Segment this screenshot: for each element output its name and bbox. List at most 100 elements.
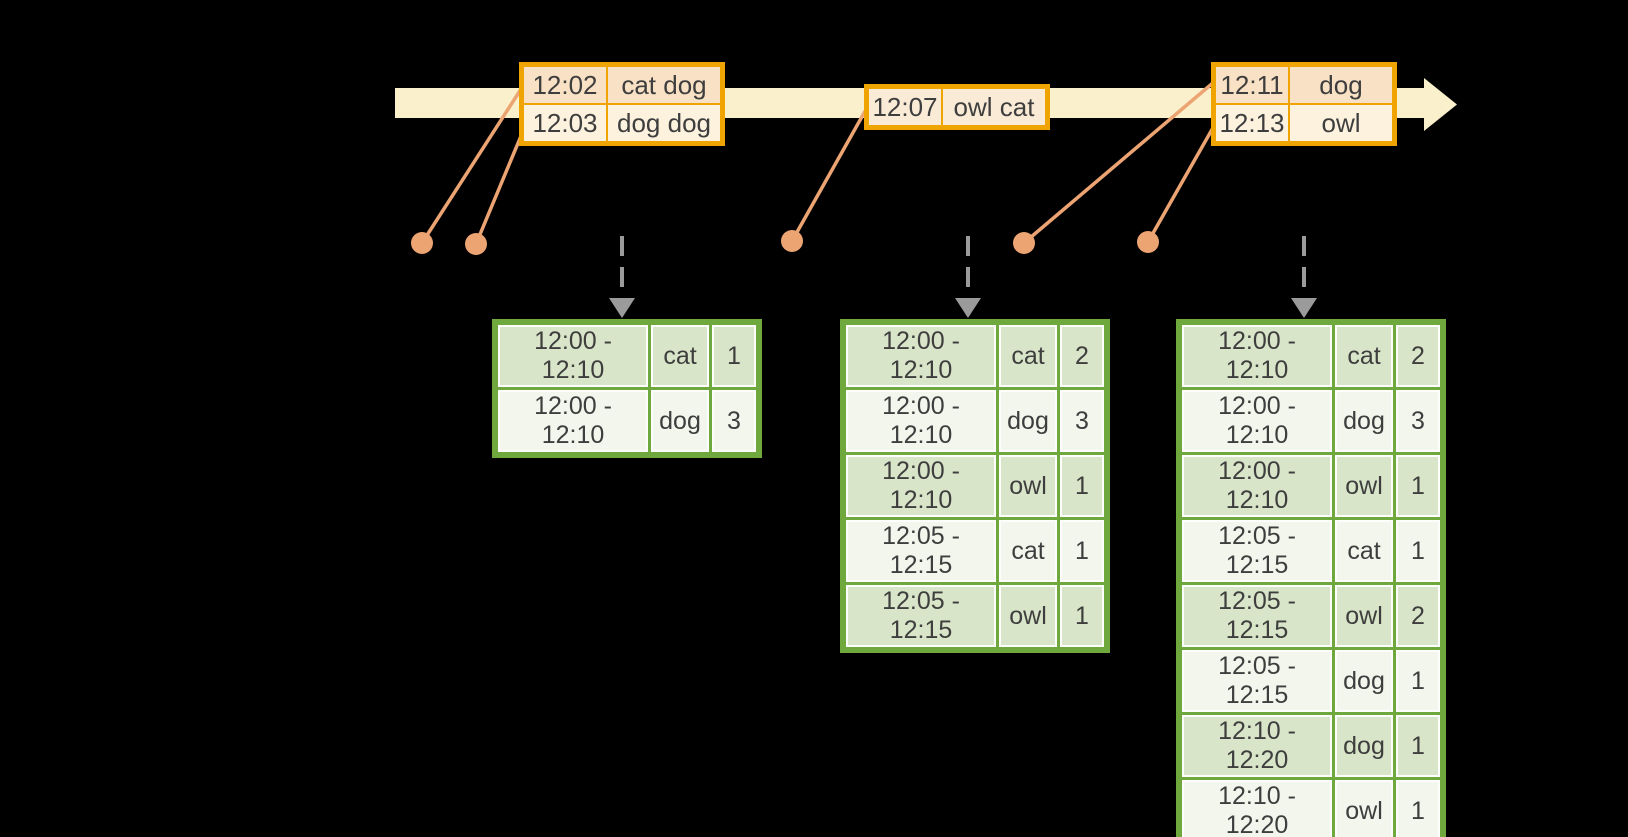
table-cell: 1 (1396, 520, 1440, 582)
table-cell: 1 (1060, 520, 1104, 582)
table-cell: owl (1290, 105, 1392, 141)
down-arrowhead-icon (1291, 298, 1317, 318)
down-arrowhead-icon (609, 298, 635, 318)
table-cell: 12:00 - 12:10 (498, 390, 648, 452)
timeline-arrowhead-icon (1424, 78, 1457, 131)
event-dot-icon (781, 230, 803, 252)
table-cell: 12:00 - 12:10 (1182, 325, 1332, 387)
table-cell: owl (1335, 455, 1393, 517)
table-cell: cat (1335, 520, 1393, 582)
table-cell: cat (999, 325, 1057, 387)
table-cell: dog dog (608, 105, 720, 141)
table-cell: 3 (1060, 390, 1104, 452)
table-cell: 12:00 - 12:10 (846, 390, 996, 452)
table-cell: owl (999, 585, 1057, 647)
table-cell: 2 (1396, 325, 1440, 387)
table-cell: 12:10 - 12:20 (1182, 715, 1332, 777)
table-cell: dog (1290, 67, 1392, 103)
table-cell: 2 (1060, 325, 1104, 387)
event-connector-line (420, 85, 525, 244)
table-cell: owl (999, 455, 1057, 517)
table-cell: 12:10 - 12:20 (1182, 780, 1332, 837)
table-cell: 1 (712, 325, 756, 387)
table-cell: 1 (1396, 715, 1440, 777)
table-cell: 12:00 - 12:10 (846, 455, 996, 517)
event-dots (411, 230, 1159, 255)
event-connector-line (790, 105, 870, 242)
table-cell: 12:05 - 12:15 (846, 520, 996, 582)
table-cell: dog (999, 390, 1057, 452)
table-cell: 12:00 - 12:10 (846, 325, 996, 387)
table-cell: 12:05 - 12:15 (1182, 650, 1332, 712)
table-cell: 3 (1396, 390, 1440, 452)
table-cell: 1 (1060, 585, 1104, 647)
event-connector-line (474, 123, 528, 245)
event-connector-lines (420, 80, 1216, 245)
table-cell: 12:00 - 12:10 (1182, 390, 1332, 452)
table-cell: owl (1335, 585, 1393, 647)
table-cell: dog (1335, 390, 1393, 452)
event-dot-icon (411, 232, 433, 254)
table-cell: cat (651, 325, 709, 387)
down-arrowhead-icon (955, 298, 981, 318)
table-cell: 12:00 - 12:10 (1182, 455, 1332, 517)
table-cell: owl cat (943, 89, 1045, 125)
event-dot-icon (465, 233, 487, 255)
trigger-arrows (609, 236, 1317, 318)
event-dot-icon (1013, 232, 1035, 254)
table-cell: 1 (1396, 650, 1440, 712)
table-cell: 12:05 - 12:15 (846, 585, 996, 647)
table-cell: 12:03 (524, 105, 606, 141)
table-cell: 12:13 (1216, 105, 1288, 141)
table-cell: 3 (712, 390, 756, 452)
table-cell: dog (1335, 715, 1393, 777)
table-cell: cat (999, 520, 1057, 582)
table-cell: 1 (1396, 780, 1440, 837)
table-cell: 12:05 - 12:15 (1182, 585, 1332, 647)
table-cell: 2 (1396, 585, 1440, 647)
table-cell: cat (1335, 325, 1393, 387)
table-cell: dog (1335, 650, 1393, 712)
table-cell: 12:05 - 12:15 (1182, 520, 1332, 582)
table-cell: 12:00 - 12:10 (498, 325, 648, 387)
table-cell: owl (1335, 780, 1393, 837)
event-connector-line (1022, 80, 1216, 245)
table-cell: dog (651, 390, 709, 452)
table-cell: 1 (1396, 455, 1440, 517)
table-cell: 1 (1060, 455, 1104, 517)
table-cell: 12:07 (869, 89, 941, 125)
event-dot-icon (1137, 231, 1159, 253)
